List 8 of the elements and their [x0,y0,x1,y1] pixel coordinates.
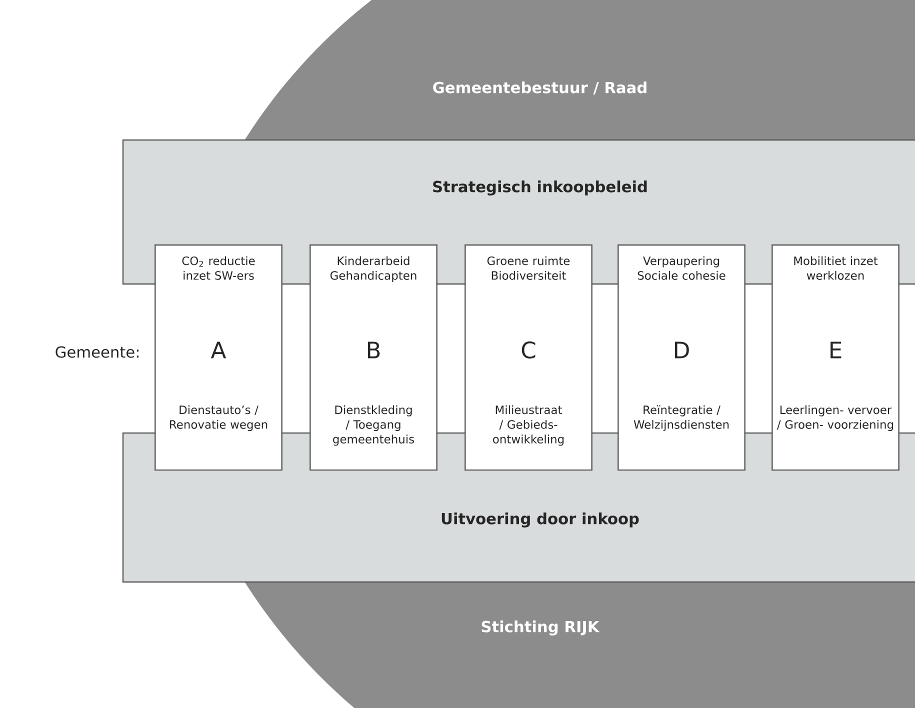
circle-segment: Stichting RIJK [244,581,915,708]
letter-box: CO$_{2}$ reductie inzet SW-ers A Dienstauto’s / Renovatie wegen [154,244,282,471]
letter-box: Groene ruimte Biodiversiteit C Milieustraat / Gebieds- ontwikkeling [464,244,592,471]
letter-box: Kinderarbeid Gehandicapten B Dienstkleding / Toegang gemeentehuis [310,244,438,471]
letter-box: Mobilitiet inzet werklozen E Leerlingen- vervoer / Groen- voorziening [772,244,900,471]
side-label: Gemeente: [56,346,138,358]
circle-segment: Gemeentebestuur / Raad [244,0,915,141]
letter-box: Verpaupering Sociale cohesie D Reïntegratie / Welzijnsdiensten [618,244,746,471]
